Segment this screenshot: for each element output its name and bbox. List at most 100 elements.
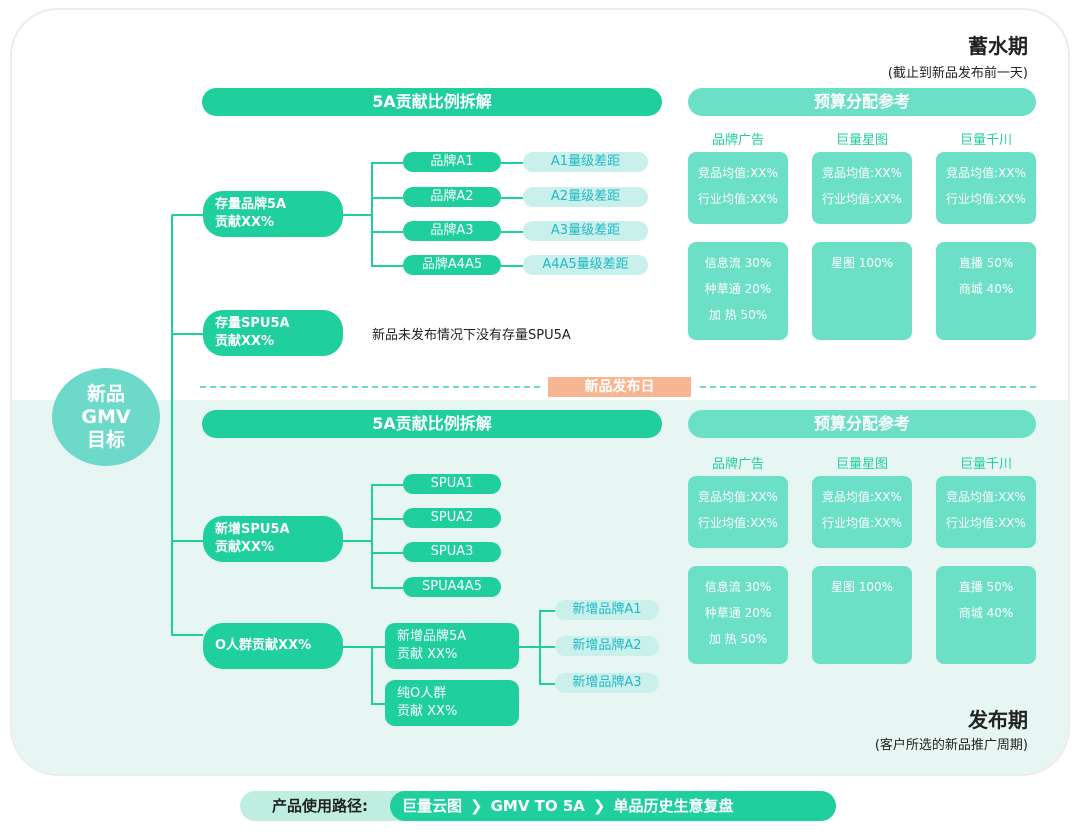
card-line: 直播 50% <box>958 580 1014 594</box>
post-phase-title: 发布期 <box>968 708 1028 732</box>
card-line: 竞品均值:XX% <box>822 490 902 504</box>
new-brand-a2: 新增品牌A2 <box>555 636 659 656</box>
branch-line <box>539 610 555 612</box>
trunk-branch <box>171 333 203 335</box>
new-brand-a1: 新增品牌A1 <box>555 600 659 620</box>
branch-line <box>371 197 403 199</box>
col-header-qianchuan: 巨量千川 <box>959 457 1012 472</box>
brand-a2: 品牌A2 <box>403 187 501 207</box>
node-line: 贡献XX% <box>215 215 275 230</box>
node-line: 贡献XX% <box>215 334 275 349</box>
node-line: 纯O人群 <box>397 686 447 701</box>
card-line: 信息流 30% <box>704 580 772 594</box>
card-line: 竞品均值:XX% <box>946 166 1026 180</box>
col-header-qianchuan: 巨量千川 <box>959 133 1012 148</box>
card-line: 竞品均值:XX% <box>698 166 778 180</box>
branch-line <box>371 552 403 554</box>
card-line: 种草通 20% <box>704 282 772 296</box>
product-path-steps: 巨量云图 ❯ GMV TO 5A ❯ 单品历史生意复盘 <box>390 791 836 821</box>
col-header-brand-ads: 品牌广告 <box>711 457 764 472</box>
card-line: 星图 100% <box>830 256 894 270</box>
existing-brand-node: 存量品牌5A 贡献XX% <box>203 191 343 237</box>
mix-card-qianchuan: 直播 50% 商城 40% <box>936 242 1036 340</box>
card-line: 商城 40% <box>958 282 1014 296</box>
avg-card: 竞品均值:XX% 行业均值:XX% <box>936 476 1036 548</box>
bottom-budget-header: 预算分配参考 <box>688 410 1036 438</box>
path-step-yuntu: 巨量云图 <box>402 797 463 815</box>
branch-line <box>343 540 371 542</box>
chevron-right-icon: ❯ <box>470 797 483 815</box>
branch-line <box>371 703 385 705</box>
card-line: 行业均值:XX% <box>946 192 1026 206</box>
node-line: 贡献 XX% <box>397 647 458 662</box>
mix-card-brand-ads: 信息流 30% 种草通 20% 加 热 50% <box>688 566 788 664</box>
node-line: 存量品牌5A <box>215 197 287 212</box>
new-brand-5a-node: 新增品牌5A 贡献 XX% <box>385 623 519 669</box>
trunk-line <box>171 215 173 635</box>
card-line: 竞品均值:XX% <box>698 490 778 504</box>
gap-a2: A2量级差距 <box>523 187 648 207</box>
launch-divider-right <box>700 386 1036 388</box>
card-line: 加 热 50% <box>708 632 768 646</box>
node-line: O人群贡献XX% <box>215 638 312 653</box>
card-line: 行业均值:XX% <box>946 516 1026 530</box>
gap-connector <box>501 162 523 164</box>
card-line: 行业均值:XX% <box>822 192 902 206</box>
trunk-branch <box>171 540 203 542</box>
card-line: 星图 100% <box>830 580 894 594</box>
avg-card: 竞品均值:XX% 行业均值:XX% <box>812 476 912 548</box>
node-line: 存量SPU5A <box>215 316 290 331</box>
path-step-review: 单品历史生意复盘 <box>613 797 734 815</box>
new-brand-a3: 新增品牌A3 <box>555 673 659 693</box>
top-breakdown-header: 5A贡献比例拆解 <box>202 88 662 116</box>
brand-a3: 品牌A3 <box>403 221 501 241</box>
trunk-branch <box>171 214 203 216</box>
mix-card-brand-ads: 信息流 30% 种草通 20% 加 热 50% <box>688 242 788 340</box>
node-line: 新增SPU5A <box>215 522 290 537</box>
spu-a4a5: SPUA4A5 <box>403 577 501 597</box>
launch-divider-left <box>200 386 540 388</box>
branch-line <box>343 214 371 216</box>
new-spu-node: 新增SPU5A 贡献XX% <box>203 516 343 562</box>
branch-line <box>539 683 555 685</box>
bottom-breakdown-header: 5A贡献比例拆解 <box>202 410 662 438</box>
gmv-target-line: 新品 <box>86 382 125 405</box>
branch-vertical <box>371 162 373 266</box>
avg-card: 竞品均值:XX% 行业均值:XX% <box>688 476 788 548</box>
mix-card-qianchuan: 直播 50% 商城 40% <box>936 566 1036 664</box>
branch-line <box>371 265 403 267</box>
top-budget-header: 预算分配参考 <box>688 88 1036 116</box>
gmv-target-node: 新品 GMV 目标 <box>52 368 160 466</box>
branch-line <box>519 646 539 648</box>
spu-a1: SPUA1 <box>403 474 501 494</box>
branch-line <box>371 587 403 589</box>
col-header-brand-ads: 品牌广告 <box>711 133 764 148</box>
card-line: 竞品均值:XX% <box>822 166 902 180</box>
branch-line <box>371 162 403 164</box>
avg-card: 竞品均值:XX% 行业均值:XX% <box>688 152 788 224</box>
avg-card: 竞品均值:XX% 行业均值:XX% <box>812 152 912 224</box>
gap-a1: A1量级差距 <box>523 152 648 172</box>
trunk-branch <box>171 634 203 636</box>
mix-card-xingtu: 星图 100% <box>812 566 912 664</box>
gap-a3: A3量级差距 <box>523 221 648 241</box>
launch-day-label: 新品发布日 <box>548 377 691 397</box>
card-line: 直播 50% <box>958 256 1014 270</box>
existing-spu-node: 存量SPU5A 贡献XX% <box>203 310 343 356</box>
brand-a4a5: 品牌A4A5 <box>403 255 501 275</box>
gap-connector <box>501 197 523 199</box>
node-line: 贡献 XX% <box>397 704 458 719</box>
col-header-xingtu: 巨量星图 <box>835 133 888 148</box>
branch-line <box>371 484 403 486</box>
gmv-target-line: 目标 <box>86 428 125 451</box>
gap-a4a5: A4A5量级差距 <box>523 255 648 275</box>
card-line: 竞品均值:XX% <box>946 490 1026 504</box>
branch-vertical <box>371 484 373 588</box>
chevron-right-icon: ❯ <box>592 797 606 815</box>
branch-line <box>539 646 555 648</box>
pure-o-crowd-node: 纯O人群 贡献 XX% <box>385 680 519 726</box>
pre-phase-subtitle: (截止到新品发布前一天) <box>887 66 1028 81</box>
branch-line <box>371 518 403 520</box>
branch-line <box>371 231 403 233</box>
brand-a1: 品牌A1 <box>403 152 501 172</box>
